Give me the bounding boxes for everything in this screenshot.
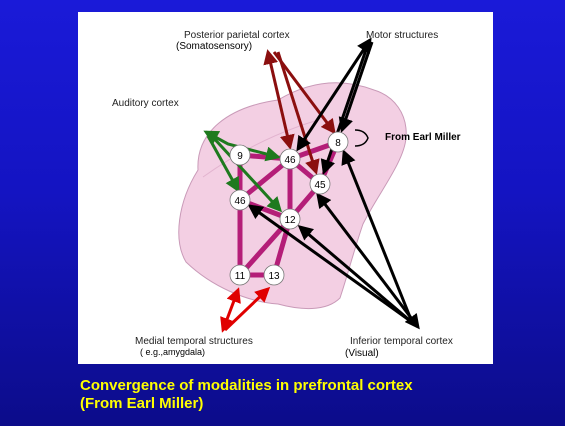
caption-line-1: Convergence of modalities in prefrontal …: [80, 377, 520, 395]
area-11-label: 11: [235, 271, 246, 282]
label-amygdala: ( e.g.,amygdala): [140, 347, 205, 357]
label-medial-temporal: Medial temporal structures: [135, 336, 253, 347]
label-auditory: Auditory cortex: [112, 98, 179, 109]
brain-outline: [179, 83, 406, 309]
area-46-left-node: 46: [230, 190, 250, 210]
area-45-node: 45: [310, 174, 330, 194]
area-8-label: 8: [335, 138, 341, 149]
label-inferior-temporal: Inferior temporal cortex: [350, 336, 453, 347]
label-somatosensory: (Somatosensory): [176, 41, 252, 52]
label-from-earl-miller: From Earl Miller: [385, 132, 461, 143]
label-visual: (Visual): [345, 348, 379, 359]
area-9-label: 9: [237, 151, 243, 162]
area-8-node: 8: [328, 132, 348, 152]
diagram-panel: 9 46 8 46 45: [78, 12, 493, 364]
area-12-node: 12: [280, 209, 300, 229]
area-13-node: 13: [264, 265, 284, 285]
area-13-label: 13: [268, 271, 280, 282]
caption-line-2: (From Earl Miller): [80, 395, 520, 413]
area-46-top-node: 46: [280, 149, 300, 169]
area-9-node: 9: [230, 145, 250, 165]
prefrontal-diagram: 9 46 8 46 45: [78, 12, 493, 364]
label-posterior-parietal: Posterior parietal cortex: [184, 30, 290, 41]
area-12-label: 12: [284, 215, 296, 226]
area-11-node: 11: [230, 265, 250, 285]
slide-caption: Convergence of modalities in prefrontal …: [80, 377, 520, 413]
area-46-left-label: 46: [234, 196, 246, 207]
area-45-label: 45: [314, 180, 326, 191]
label-motor: Motor structures: [366, 30, 438, 41]
area-46-top-label: 46: [284, 155, 296, 166]
